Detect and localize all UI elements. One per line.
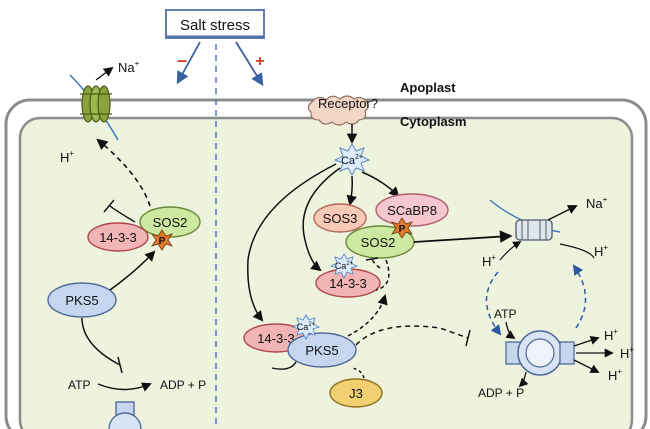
1433-to-sos2-dashed: [375, 259, 390, 291]
adp-right: ADP + P: [478, 386, 524, 400]
svg-text:PKS5: PKS5: [305, 343, 338, 358]
atp-right: ATP: [494, 307, 516, 321]
proton-ion-antiporter-out: H+: [594, 243, 608, 259]
pks5-to-sos2-dashed: [347, 293, 388, 337]
svg-text:Ca2+: Ca2+: [341, 154, 363, 167]
sos2-to-antiporter: [413, 230, 513, 243]
sodium-efflux-arrow-left: [95, 66, 114, 81]
salt-stress-arrow-right: [235, 41, 264, 87]
proton-ion-antiporter-in: H+: [482, 253, 496, 269]
pks5-inhibit-1433: [271, 361, 297, 370]
calcium-burst-1433: Ca2+: [329, 253, 359, 280]
apoplast-label: Apoplast: [400, 80, 456, 95]
sos2-inhibit-dashed: [371, 257, 381, 269]
svg-text:P: P: [159, 236, 166, 247]
calcium-burst-top: Ca2+: [333, 142, 371, 177]
svg-text:SCaBP8: SCaBP8: [387, 203, 437, 218]
inhibit-left-top: [109, 205, 136, 223]
sos2-to-channel-dashed: [96, 138, 151, 207]
sodium-ion-left: Na+: [118, 59, 140, 75]
receptor: Receptor?: [307, 95, 378, 126]
ca-to-pks5-complex: [247, 163, 337, 322]
sodium-channel: [69, 74, 119, 141]
ca-to-1433-right: [302, 167, 341, 272]
proton-ion-left: H+: [60, 149, 74, 165]
calcium-burst-pks5: Ca2+: [291, 314, 321, 341]
ca-to-sos3: [346, 175, 357, 207]
proton-pump-left: [108, 401, 142, 429]
svg-text:SOS2: SOS2: [153, 215, 188, 230]
sodium-ion-right: Na+: [586, 195, 608, 211]
svg-text:SOS2: SOS2: [361, 235, 396, 250]
phospho-left: P: [151, 229, 173, 251]
svg-text:14-3-3: 14-3-3: [329, 276, 367, 291]
salt-stress-arrow-left: [176, 41, 201, 85]
svg-text:J3: J3: [349, 386, 363, 401]
j3: [329, 378, 383, 408]
proton-pump-right: [505, 330, 575, 376]
sos3: [313, 203, 367, 233]
svg-text:14-3-3: 14-3-3: [99, 230, 137, 245]
adp-left: ADP + P: [160, 378, 206, 392]
salt-stress-label: Salt stress: [180, 17, 250, 34]
sodium-efflux-arrow-right: [547, 205, 578, 221]
svg-text:P: P: [399, 224, 406, 235]
proton-out-3: H+: [608, 367, 622, 383]
pks5-right: [287, 332, 357, 368]
svg-text:Ca2+: Ca2+: [335, 261, 354, 271]
proton-out-1: H+: [604, 327, 618, 343]
pks5-left: [47, 282, 117, 318]
proton-out-2: H+: [620, 345, 634, 361]
svg-text:SOS3: SOS3: [323, 211, 358, 226]
ca-to-scabp8: [361, 171, 400, 198]
atp-left: ATP: [68, 378, 90, 392]
pks5-to-sos2-arrow: [109, 250, 156, 291]
cell: [4, 98, 648, 429]
sodium-antiporter: [489, 199, 561, 241]
svg-text:Ca2+: Ca2+: [297, 322, 316, 332]
svg-text:PKS5: PKS5: [65, 293, 98, 308]
svg-text:14-3-3: 14-3-3: [257, 331, 295, 346]
phospho-right: P: [391, 217, 413, 239]
protein-1433-left: [87, 222, 149, 252]
activate-sign: +: [255, 53, 264, 70]
svg-text:Receptor?: Receptor?: [318, 96, 378, 111]
pks5-inhibit-pump: [81, 317, 121, 366]
salt-stress-box: Salt stress: [165, 9, 265, 39]
j3-inhibit-pks5-dashed: [351, 367, 365, 379]
scabp8: [375, 193, 449, 227]
cytoplasm-label: Cytoplasm: [400, 114, 466, 129]
inhibit-sign: –: [177, 50, 187, 70]
